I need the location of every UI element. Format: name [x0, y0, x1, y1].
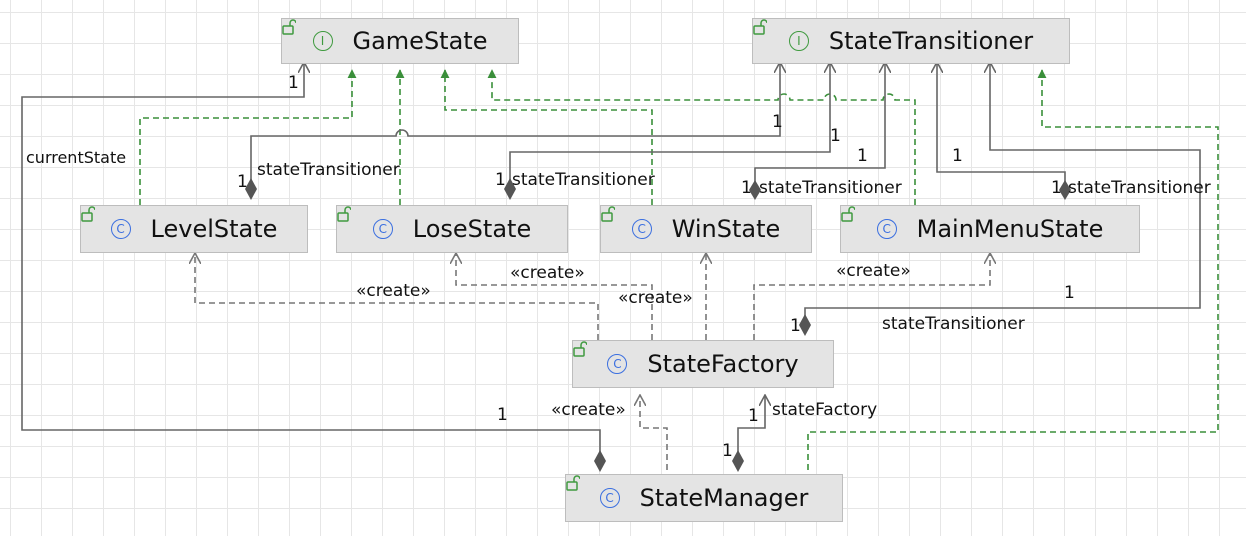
diamond-statemanager-currentstate — [594, 450, 606, 472]
label-statefactory: stateFactory — [772, 400, 878, 420]
label-create-levelstate: «create» — [356, 281, 431, 301]
edge-winstate-statetransitioner — [754, 62, 885, 188]
edge-statefactory-creates-mainmenustate — [753, 253, 990, 340]
node-title: StateFactory — [647, 350, 799, 378]
edge-statemanager-implements-statetransitioner — [807, 69, 1219, 470]
label-create-winstate: «create» — [618, 288, 693, 308]
multiplicity-losestate-source: 1 — [495, 170, 506, 190]
dependency-edges — [195, 253, 990, 470]
node-statetransitioner[interactable]: I StateTransitioner — [752, 18, 1070, 64]
edge-statemanager-creates-statefactory — [640, 395, 668, 470]
label-currentstate: currentState — [26, 148, 127, 167]
node-title: LevelState — [150, 215, 278, 243]
edge-mainmenustate-statetransitioner — [937, 62, 1066, 188]
diamond-mainmenustate — [1059, 180, 1071, 200]
association-edges — [21, 62, 1201, 458]
label-stateTransitioner-winstate: stateTransitioner — [759, 178, 902, 198]
diamond-winstate — [749, 180, 761, 200]
interface-icon: I — [788, 31, 809, 51]
multiplicity-mainmenustate-source: 1 — [1051, 178, 1062, 198]
label-stateTransitioner-statefactory: stateTransitioner — [882, 314, 1025, 334]
node-statefactory[interactable]: C StateFactory — [572, 340, 834, 388]
class-icon: C — [876, 219, 897, 239]
edge-mainmenustate-implements-gamestate — [487, 69, 916, 205]
multiplicity-gamestate: 1 — [288, 73, 299, 93]
node-statemanager[interactable]: C StateManager — [565, 474, 843, 522]
node-mainmenustate[interactable]: C MainMenuState — [840, 205, 1140, 253]
edge-statefactory-creates-levelstate — [195, 253, 599, 340]
class-icon: C — [110, 219, 131, 239]
multiplicity-statemanager-currentstate: 1 — [497, 405, 508, 425]
multiplicity-losestate-target: 1 — [830, 126, 841, 146]
edge-levelstate-implements-gamestate — [139, 69, 357, 205]
node-title: GameState — [352, 27, 488, 55]
node-gamestate[interactable]: I GameState — [281, 18, 519, 64]
edge-levelstate-statetransitioner — [250, 62, 780, 186]
node-title: StateTransitioner — [828, 27, 1034, 55]
multiplicity-statefactory-source: 1 — [790, 316, 801, 336]
node-title: WinState — [671, 215, 781, 243]
class-icon: C — [631, 219, 652, 239]
label-create-statefactory: «create» — [551, 400, 626, 420]
label-stateTransitioner-mainmenustate: stateTransitioner — [1068, 178, 1211, 198]
label-stateTransitioner-losestate: stateTransitioner — [512, 170, 655, 190]
multiplicity-winstate-target: 1 — [857, 146, 868, 166]
multiplicity-levelstate-target: 1 — [772, 112, 783, 132]
node-levelstate[interactable]: C LevelState — [80, 205, 308, 253]
node-title: MainMenuState — [916, 215, 1104, 243]
edge-statefactory-creates-losestate — [456, 253, 653, 340]
multiplicity-levelstate-source: 1 — [237, 172, 248, 192]
class-icon: C — [372, 219, 393, 239]
class-icon: C — [599, 488, 620, 508]
edge-statefactory-statetransitioner — [804, 62, 1201, 322]
label-create-mainmenustate: «create» — [836, 261, 911, 281]
edge-statemanager-currentstate-gamestate — [21, 62, 601, 458]
label-stateTransitioner-levelstate: stateTransitioner — [257, 160, 400, 180]
edge-winstate-implements-gamestate — [440, 69, 653, 205]
multiplicity-winstate-source: 1 — [741, 178, 752, 198]
node-losestate[interactable]: C LoseState — [336, 205, 568, 253]
node-title: StateManager — [639, 484, 809, 512]
diamond-statemanager-statefactory — [732, 450, 744, 472]
multiplicity-statefactory-target: 1 — [1064, 283, 1075, 303]
diamond-statefactory — [799, 314, 811, 336]
multiplicity-mainmenustate-target: 1 — [952, 146, 963, 166]
class-icon: C — [607, 354, 628, 374]
realization-edges — [139, 69, 1219, 470]
label-create-losestate: «create» — [510, 263, 585, 283]
multiplicity-statefactory-target-manager: 1 — [748, 406, 759, 426]
multiplicity-statemanager-statefactory-source: 1 — [722, 441, 733, 461]
diamond-losestate — [504, 178, 516, 200]
node-winstate[interactable]: C WinState — [600, 205, 812, 253]
diamond-levelstate — [245, 178, 257, 200]
interface-icon: I — [312, 31, 333, 51]
edge-losestate-statetransitioner — [509, 62, 830, 186]
node-title: LoseState — [412, 215, 532, 243]
edge-statemanager-statefactory — [737, 395, 765, 458]
composition-diamonds — [245, 178, 1071, 472]
